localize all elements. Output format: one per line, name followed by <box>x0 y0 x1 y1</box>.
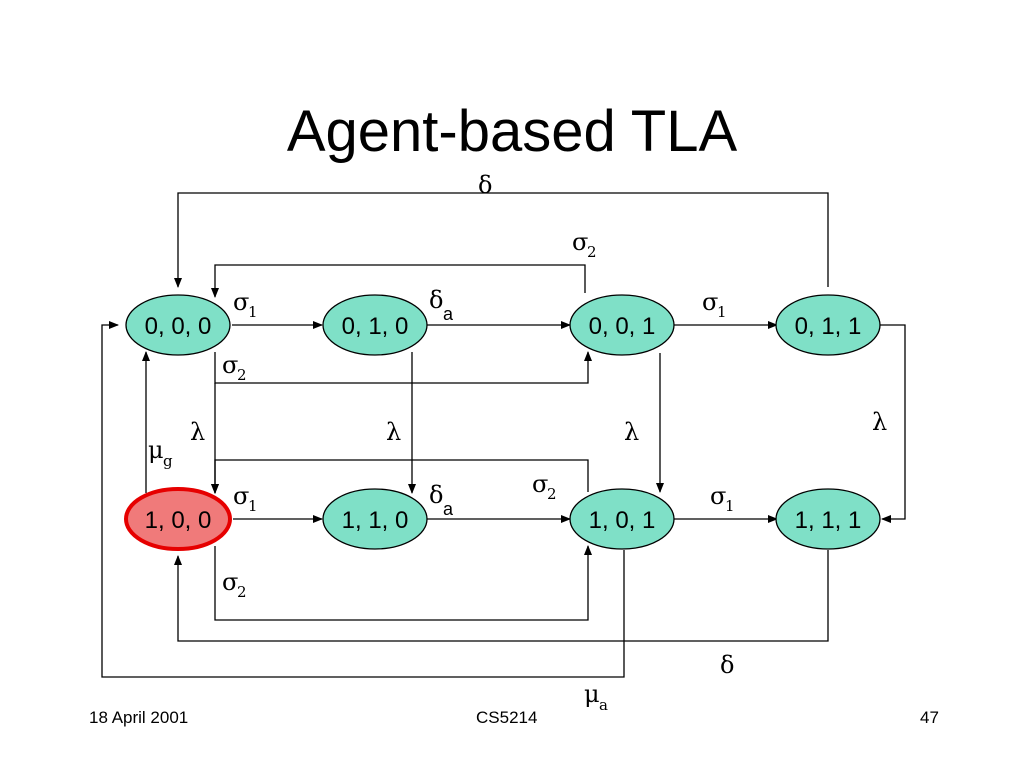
sigma2-bottom-subscript: 2 <box>237 583 247 601</box>
sigma1-bottom-left-label: σ 1 <box>233 482 258 515</box>
delta-a-bottom-symbol: δ <box>429 481 443 509</box>
lambda-011-111-edge <box>880 324 906 523</box>
delta-top-edge <box>174 192 829 288</box>
sigma2-lower-loop-edge <box>211 459 589 494</box>
sigma1-top-right-label: σ 1 <box>702 288 727 321</box>
sigma2-top-label: σ 2 <box>572 228 597 261</box>
footer-course: CS5214 <box>476 708 538 727</box>
sigma1-tl-symbol: σ <box>233 288 249 316</box>
sigma1-tl-subscript: 1 <box>248 303 258 321</box>
state-101: 1, 0, 1 <box>569 488 675 550</box>
mu-a-symbol: μ <box>584 680 600 708</box>
sigma2-lower-label: σ 2 <box>532 470 557 503</box>
delta-a-bottom-subscript: a <box>443 499 454 519</box>
sigma1-tr-subscript: 1 <box>717 303 727 321</box>
mu-g-subscript: g <box>163 452 173 470</box>
sigma1-bottom-right-label: σ 1 <box>710 482 735 515</box>
lambda-label-3: λ <box>624 418 639 446</box>
state-100-label: 1, 0, 0 <box>145 507 212 534</box>
sigma2-mid-upper-label: σ 2 <box>222 351 247 384</box>
lambda-label-2: λ <box>386 418 401 446</box>
mu-g-symbol: μ <box>148 436 164 464</box>
lambda-label-1: λ <box>190 418 205 446</box>
sigma1-br-subscript: 1 <box>725 497 735 515</box>
state-001: 0, 0, 1 <box>569 294 675 356</box>
delta-top-label: δ <box>478 171 492 199</box>
state-111-label: 1, 1, 1 <box>795 507 862 534</box>
sigma2-lower-subscript: 2 <box>547 485 557 503</box>
sigma1-tr-symbol: σ <box>702 288 718 316</box>
footer-date: 18 April 2001 <box>89 708 189 727</box>
state-110-label: 1, 1, 0 <box>342 507 409 534</box>
state-011: 0, 1, 1 <box>775 294 881 356</box>
sigma1-br-symbol: σ <box>710 482 726 510</box>
state-010-label: 0, 1, 0 <box>342 313 409 340</box>
sigma2-top-symbol: σ <box>572 228 588 256</box>
state-000-label: 0, 0, 0 <box>145 313 212 340</box>
sigma2-bottom-symbol: σ <box>222 568 238 596</box>
delta-bottom-edge <box>174 550 829 642</box>
footer-page-number: 47 <box>920 708 939 727</box>
state-011-label: 0, 1, 1 <box>795 313 862 340</box>
delta-a-top-symbol: δ <box>429 286 443 314</box>
mu-a-edge <box>101 321 625 678</box>
state-111: 1, 1, 1 <box>775 488 881 550</box>
sigma2-mu-symbol: σ <box>222 351 238 379</box>
mu-a-subscript: a <box>599 696 608 714</box>
sigma2-top-bypass-edge <box>214 351 592 384</box>
mu-g-label: μ g <box>148 436 173 470</box>
state-110: 1, 1, 0 <box>322 488 428 550</box>
sigma2-lower-symbol: σ <box>532 470 548 498</box>
sigma1-top-left-label: σ 1 <box>233 288 258 321</box>
sigma1-bl-symbol: σ <box>233 482 249 510</box>
slide-title: Agent-based TLA <box>286 99 738 164</box>
mu-a-label: μ a <box>584 680 608 714</box>
sigma2-bottom-label: σ 2 <box>222 568 247 601</box>
state-001-label: 0, 0, 1 <box>589 313 656 340</box>
state-010: 0, 1, 0 <box>322 294 428 356</box>
state-000: 0, 0, 0 <box>125 294 231 356</box>
sigma2-bottom-bypass-edge <box>214 545 592 621</box>
sigma2-upper-loop-edge <box>211 264 586 298</box>
sigma1-bl-subscript: 1 <box>248 497 258 515</box>
delta-a-bottom-label: δ a <box>429 481 454 519</box>
delta-a-top-label: δ a <box>429 286 454 324</box>
lambda-label-4: λ <box>872 408 887 436</box>
delta-bottom-label: δ <box>720 651 734 679</box>
sigma2-top-subscript: 2 <box>587 243 597 261</box>
state-100-initial: 1, 0, 0 <box>124 487 232 551</box>
delta-a-top-subscript: a <box>443 304 454 324</box>
sigma2-mu-subscript: 2 <box>237 366 247 384</box>
state-101-label: 1, 0, 1 <box>589 507 656 534</box>
